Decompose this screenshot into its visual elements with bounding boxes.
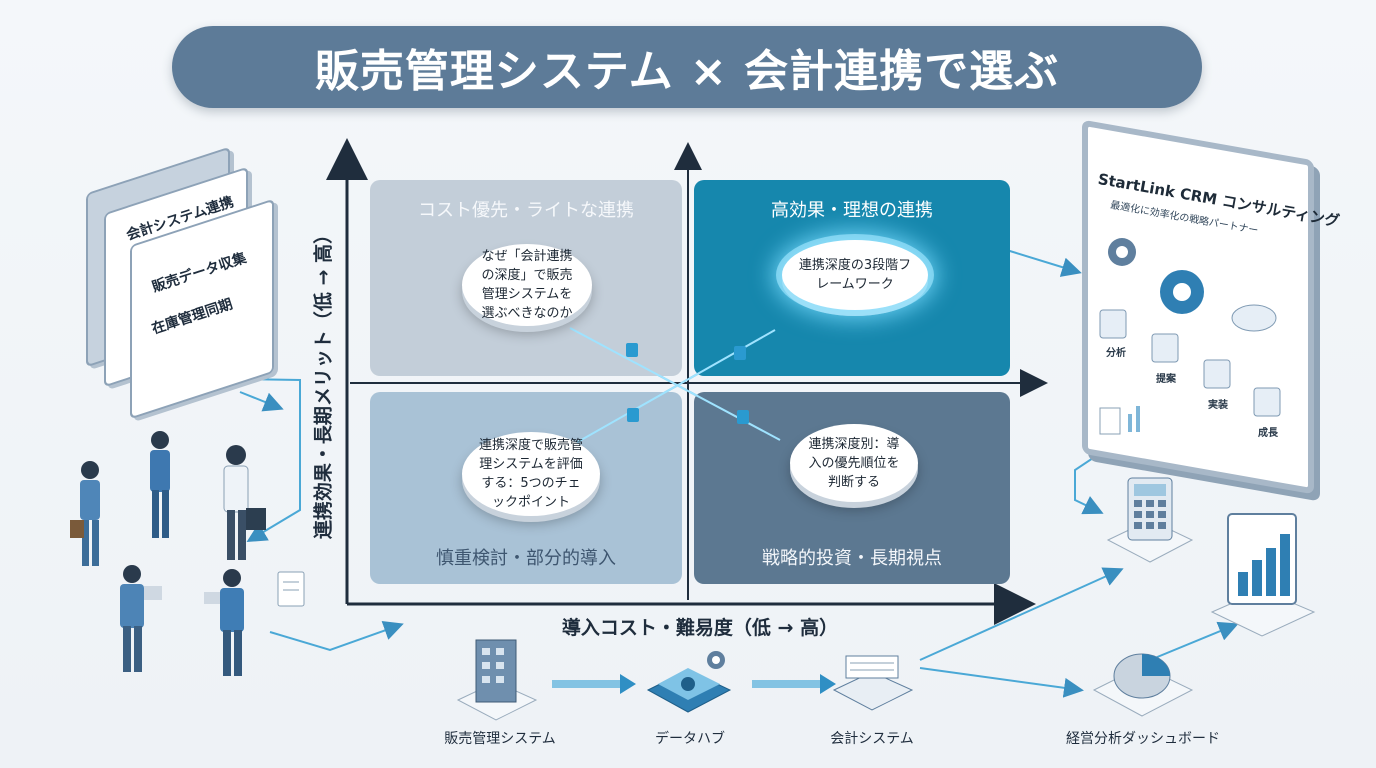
document-icon bbox=[1099, 406, 1140, 435]
gear-icon bbox=[1160, 270, 1204, 314]
document-icon bbox=[277, 571, 305, 607]
search-icon bbox=[1099, 309, 1127, 339]
bottom-flow-arrows bbox=[552, 674, 836, 694]
flow-label-hub: データハブ bbox=[655, 731, 725, 747]
disc-why-integration[interactable]: なぜ「会計連携の深度」で販売管理システムを選ぶべきなのか bbox=[462, 244, 592, 326]
quadrant-label: 戦略的投資・長期視点 bbox=[762, 548, 942, 569]
pie-chart-icon bbox=[1092, 653, 1194, 717]
person-icon bbox=[70, 461, 100, 566]
person-icon bbox=[223, 445, 266, 560]
chip-icon bbox=[646, 668, 732, 713]
quadrant-label: 慎重検討・部分的導入 bbox=[436, 548, 616, 569]
cloud-icon bbox=[1231, 304, 1277, 332]
step-implement: 実装 bbox=[1208, 400, 1228, 411]
bar-chart-icon bbox=[1253, 387, 1281, 417]
step-growth: 成長 bbox=[1258, 428, 1278, 439]
disc-text: 連携深度別：導入の優先順位を判断する bbox=[808, 436, 900, 490]
flow-label-accounting: 会計システム bbox=[830, 731, 914, 747]
disc-framework[interactable]: 連携深度の3段階フレームワーク bbox=[782, 240, 928, 310]
building-icon bbox=[456, 639, 538, 721]
disc-text: 連携深度の3段階フレームワーク bbox=[798, 258, 912, 292]
bar-chart-icon bbox=[1210, 513, 1316, 637]
step-proposal: 提案 bbox=[1156, 374, 1176, 385]
document-icon bbox=[1151, 333, 1179, 363]
gear-icon bbox=[1108, 238, 1136, 266]
person-icon bbox=[150, 431, 170, 538]
gear-icon bbox=[1203, 359, 1231, 389]
disc-text: なぜ「会計連携の深度」で販売管理システムを選ぶべきなのか bbox=[481, 249, 573, 321]
step-boxes bbox=[1099, 309, 1281, 417]
x-axis-label: 導入コスト・難易度（低 → 高） bbox=[561, 617, 839, 639]
disc-text: 連携深度で販売管理システムを評価する：5つのチェックポイント bbox=[478, 438, 583, 510]
keyboard-icon bbox=[832, 655, 914, 711]
calculator-icon bbox=[1106, 477, 1194, 563]
flow-label-sales: 販売管理システム bbox=[444, 731, 556, 747]
page-title: 販売管理システム × 会計連携で選ぶ bbox=[314, 46, 1060, 97]
person-icon bbox=[120, 565, 162, 672]
disc-checkpoints[interactable]: 連携深度で販売管理システムを評価する：5つのチェックポイント bbox=[462, 432, 600, 516]
disc-priority[interactable]: 連携深度別：導入の優先順位を判断する bbox=[790, 424, 918, 502]
step-analysis: 分析 bbox=[1106, 348, 1126, 359]
node-badges bbox=[626, 343, 749, 424]
title-banner: 販売管理システム × 会計連携で選ぶ bbox=[172, 26, 1202, 108]
flow-label-dashboard: 経営分析ダッシュボード bbox=[1066, 731, 1220, 747]
person-icon bbox=[204, 569, 244, 676]
gear-icon bbox=[707, 651, 725, 669]
quadrant-label: 高効果・理想の連携 bbox=[771, 200, 933, 221]
quadrant-label: コスト優先・ライトな連携 bbox=[418, 200, 634, 221]
